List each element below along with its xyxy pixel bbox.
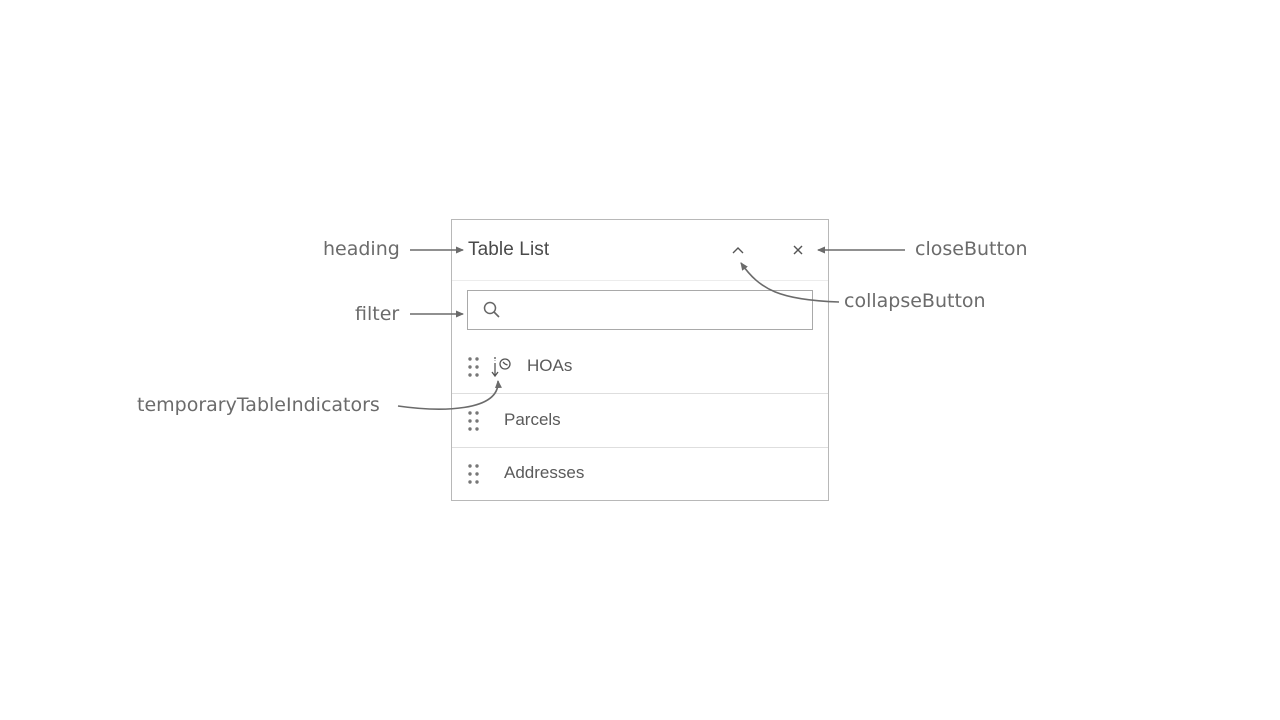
- table-list-item-label: Addresses: [504, 463, 585, 482]
- annotation-temporary-table-indicators: temporaryTableIndicators: [137, 394, 380, 416]
- panel-heading: Table List: [468, 239, 550, 260]
- close-button[interactable]: [784, 236, 812, 264]
- table-list-item[interactable]: Addresses: [452, 447, 828, 500]
- annotation-heading: heading: [323, 238, 400, 260]
- collapse-button[interactable]: [724, 236, 752, 264]
- close-icon: [793, 245, 803, 255]
- chevron-up-icon: [732, 247, 744, 254]
- temporary-table-icon: [491, 357, 511, 378]
- table-list-panel: Table List: [451, 219, 829, 501]
- drag-handle-icon[interactable]: [467, 356, 481, 378]
- drag-handle-icon[interactable]: [467, 410, 481, 432]
- annotation-collapse-button: collapseButton: [844, 290, 986, 312]
- table-list-item-label: Parcels: [504, 410, 561, 429]
- drag-handle-icon[interactable]: [467, 463, 481, 485]
- filter-box: [467, 290, 813, 330]
- annotation-close-button: closeButton: [915, 238, 1028, 260]
- annotation-filter: filter: [355, 303, 400, 325]
- search-icon: [483, 301, 500, 318]
- filter-input[interactable]: [512, 292, 806, 328]
- table-list-item[interactable]: HOAs: [452, 340, 828, 394]
- panel-header: Table List: [452, 220, 828, 281]
- table-list-item[interactable]: Parcels: [452, 394, 828, 448]
- table-list-item-label: HOAs: [527, 356, 573, 375]
